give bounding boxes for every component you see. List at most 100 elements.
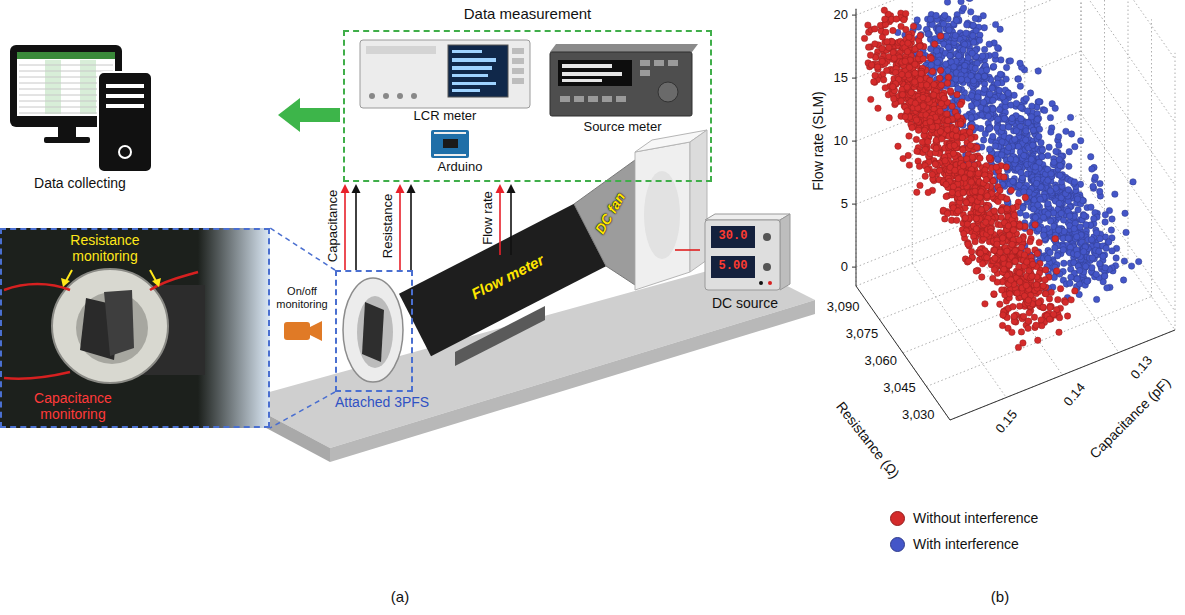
inset-flap: [104, 290, 134, 356]
data-point: [996, 106, 1002, 112]
data-point: [980, 137, 986, 143]
data-point: [1028, 156, 1034, 162]
grid-line: [1025, 219, 1119, 353]
data-point: [1074, 276, 1080, 282]
leader-head: [61, 278, 70, 287]
grid-line: [1081, 0, 1082, 196]
data-point: [1092, 174, 1098, 180]
plot-grid: [852, 0, 1175, 420]
data-point: [955, 85, 961, 91]
axis-line: [852, 267, 856, 268]
capacitance-wire: [4, 372, 70, 379]
sensor-ring: [343, 278, 403, 382]
leader-arrow: [150, 270, 156, 281]
dc-display: [711, 256, 755, 278]
lcr-screen-lines: [452, 50, 496, 92]
axis-line: [852, 78, 856, 79]
data-point: [1081, 212, 1087, 218]
data-point: [971, 39, 977, 45]
data-point: [1065, 235, 1071, 241]
data-point: [1012, 136, 1018, 142]
data-point: [1130, 179, 1136, 185]
source-meter-knob: [658, 82, 678, 102]
data-point: [883, 29, 889, 35]
data-point: [1076, 267, 1082, 273]
lcr-terminal: [383, 93, 389, 99]
data-point: [964, 22, 970, 28]
data-point: [986, 41, 992, 47]
data-point: [1080, 198, 1086, 204]
tower-slot: [106, 104, 144, 108]
data-point: [946, 44, 952, 50]
data-point: [1023, 212, 1029, 218]
data-point: [1061, 260, 1067, 266]
data-point: [934, 48, 940, 54]
data-point: [997, 301, 1003, 307]
data-point: [1074, 234, 1080, 240]
data-point: [1056, 200, 1062, 206]
data-point: [952, 32, 958, 38]
data-point: [1039, 322, 1045, 328]
data-point: [1063, 128, 1069, 134]
data-point: [976, 37, 982, 43]
source-buttons: [560, 60, 678, 102]
flow-meter-tube: [415, 235, 590, 325]
data-point: [990, 106, 996, 112]
data-point: [906, 133, 912, 139]
data-point: [1093, 296, 1099, 302]
data-point: [958, 76, 964, 82]
sensor-flap: [362, 302, 384, 362]
data-point: [1067, 280, 1073, 286]
data-point: [1082, 263, 1088, 269]
pc-tower: [98, 72, 152, 172]
sheet-column: [45, 60, 61, 114]
data-point: [1066, 149, 1072, 155]
button: [668, 60, 678, 66]
data-point: [1047, 114, 1053, 120]
data-point: [1085, 277, 1091, 283]
screen-line: [452, 74, 488, 77]
data-point: [1030, 142, 1036, 148]
data-point: [1003, 64, 1009, 70]
data-point: [1045, 255, 1051, 261]
data-point: [1005, 124, 1011, 130]
lcr-terminal: [369, 93, 375, 99]
arduino-chip: [443, 139, 458, 148]
data-point: [978, 125, 984, 131]
source-meter-screen: [558, 60, 632, 86]
data-point: [1097, 180, 1103, 186]
data-point: [1055, 133, 1061, 139]
data-point: [914, 17, 920, 23]
data-point: [981, 46, 987, 52]
data-point: [1015, 76, 1021, 82]
data-point: [994, 80, 1000, 86]
data-point: [1040, 232, 1046, 238]
data-point: [969, 92, 975, 98]
data-point: [942, 12, 948, 18]
data-point: [1075, 207, 1081, 213]
data-point: [1035, 202, 1041, 208]
arduino-header: [434, 154, 466, 156]
data-point: [1036, 126, 1042, 132]
data-point: [975, 73, 981, 79]
screen-line: [452, 66, 492, 70]
fan-front: [635, 142, 690, 290]
data-point: [1071, 179, 1077, 185]
data-point: [979, 261, 985, 267]
data-point: [1015, 143, 1021, 149]
data-point: [944, 0, 950, 5]
data-point: [882, 85, 888, 91]
data-point: [861, 35, 867, 41]
data-point: [958, 0, 964, 5]
data-point: [968, 72, 974, 78]
data-point: [1089, 264, 1095, 270]
grid-line: [856, 9, 857, 286]
data-point: [1038, 139, 1044, 145]
data-point: [925, 31, 931, 37]
data-point: [980, 99, 986, 105]
data-point: [1047, 249, 1053, 255]
data-point: [990, 106, 996, 112]
data-point: [906, 162, 912, 168]
data-point: [1112, 191, 1118, 197]
button: [512, 48, 524, 54]
